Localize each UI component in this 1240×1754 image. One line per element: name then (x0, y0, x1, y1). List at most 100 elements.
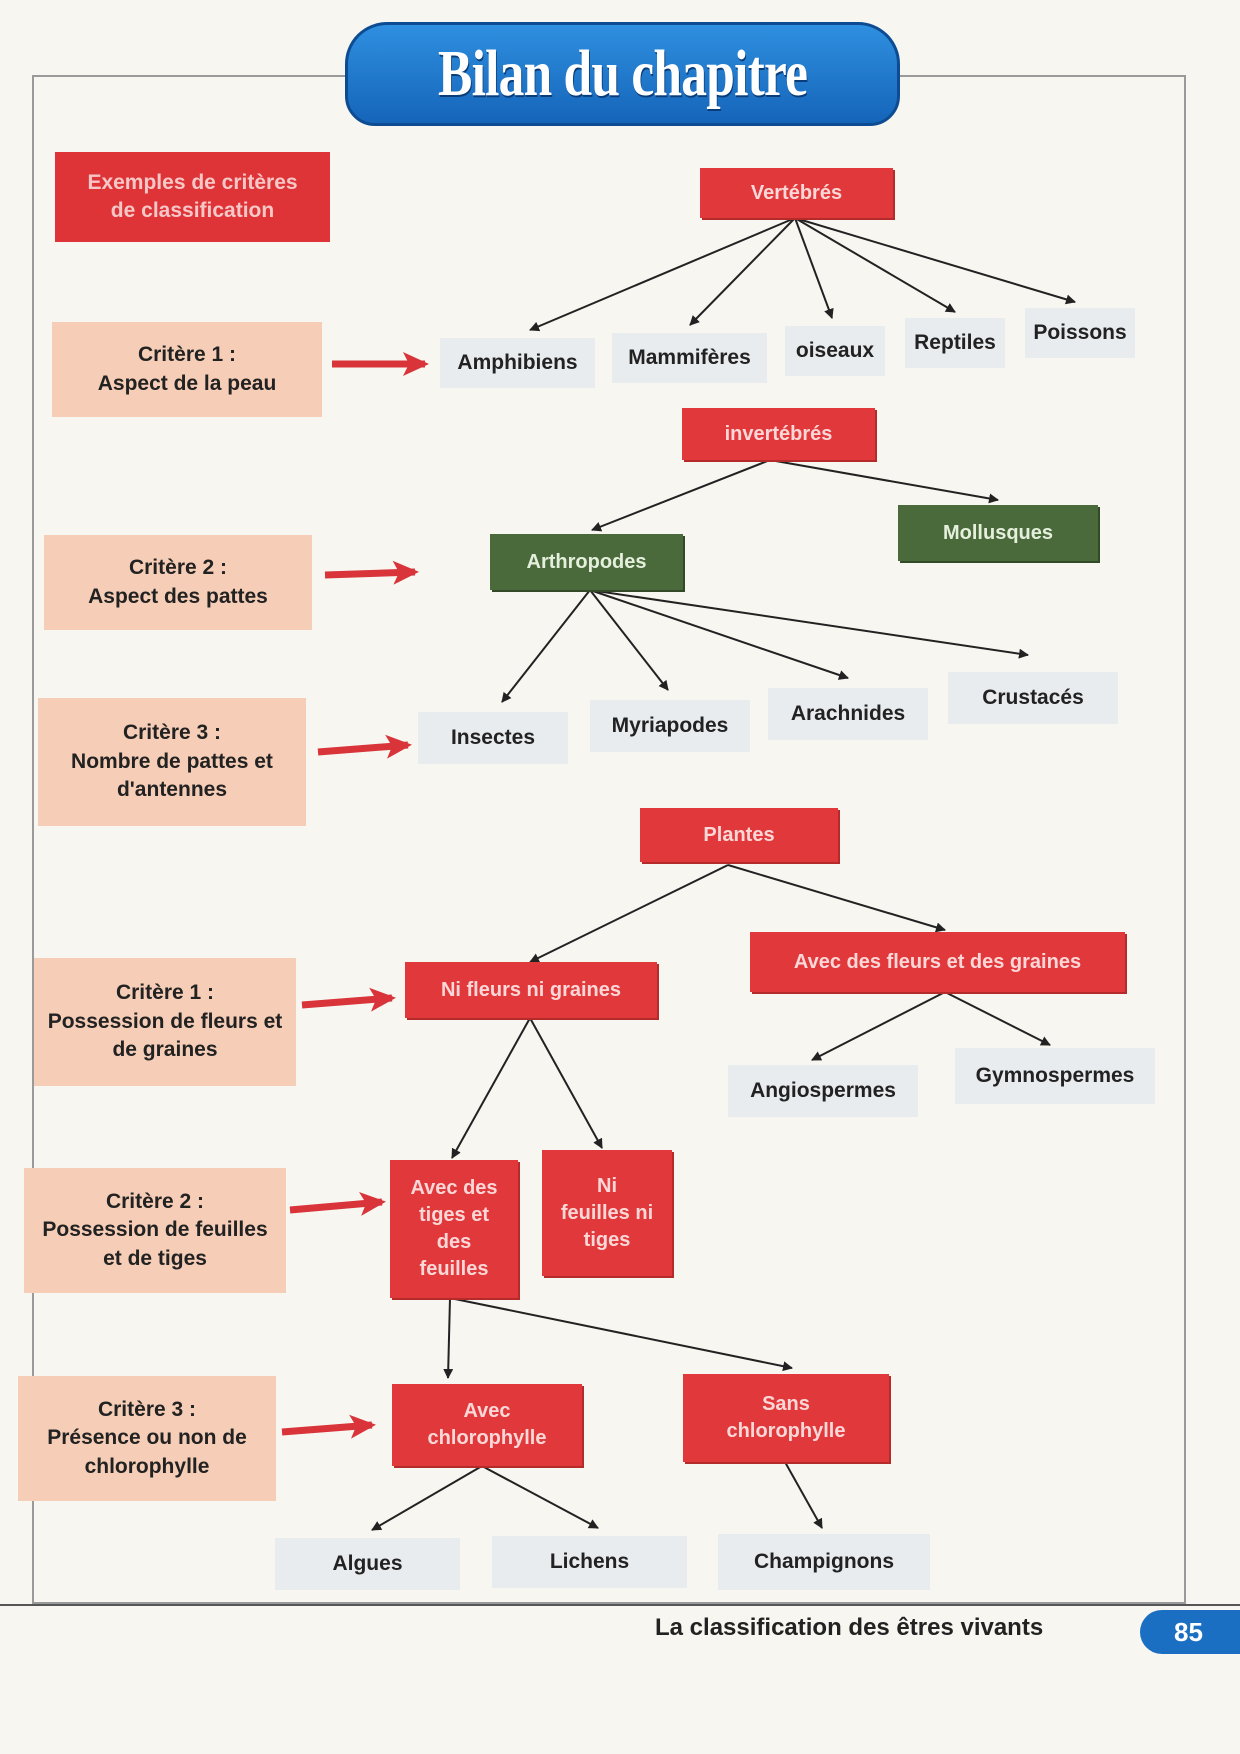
criterion-legs-box: Critère 2 : Aspect des pattes (44, 535, 312, 630)
link-plantes-fleurs (727, 864, 946, 933)
link-arth-insectes (501, 589, 591, 703)
criterion-title: Critère 1 : (137, 343, 237, 367)
arthropods-label: Arthropodes (526, 550, 647, 573)
class-label: Champignons (754, 1549, 894, 1573)
criterion-title: Critère 2 : (105, 1189, 205, 1213)
link-inv-mollusques (769, 459, 999, 504)
class-label: Mammifères (628, 345, 751, 369)
class-oiseaux: oiseaux (785, 326, 885, 376)
class-lichens: Lichens (492, 1536, 687, 1588)
class-label: Poissons (1033, 320, 1127, 344)
criterion-title: Critère 3 : (122, 721, 222, 745)
class-label: oiseaux (795, 338, 875, 362)
criterion-text: Nombre de pattes et d'antennes (71, 749, 273, 802)
class-label: Amphibiens (457, 350, 578, 374)
class-champignons: Champignons (718, 1534, 930, 1590)
vertebrates-box: Vertébrés (700, 168, 893, 218)
criterion-title: Critère 2 : (128, 556, 228, 580)
criterion-skin-box: Critère 1 : Aspect de la peau (52, 322, 322, 417)
link-ni-fleurs-ni-feuilles (529, 1017, 603, 1149)
class-gymnospermes: Gymnospermes (955, 1048, 1155, 1104)
red-arrow-2 (324, 560, 419, 585)
invertebrates-box: invertébrés (682, 408, 875, 460)
link-vert-reptiles (794, 217, 956, 313)
class-label: Gymnospermes (975, 1063, 1135, 1087)
molluscs-label: Mollusques (942, 521, 1053, 544)
link-avec-chloro-lichens (481, 1465, 599, 1529)
link-arth-crustaces (589, 589, 1029, 659)
criterion-title: Critère 1 : (115, 981, 215, 1005)
with-flowers-label: Avec des fleurs et des graines (793, 950, 1082, 973)
class-label: Lichens (549, 1549, 630, 1573)
link-plantes-ni-fleurs (529, 864, 729, 963)
page-number: 85 (1140, 1610, 1240, 1654)
no-leaves-box: Ni feuilles ni tiges (542, 1150, 672, 1276)
page-number-text: 85 (1174, 1616, 1203, 1647)
molluscs-box: Mollusques (898, 505, 1098, 561)
criteria-header-text: Exemples de critères de classification (87, 170, 298, 222)
title-tab: Bilan du chapitre (345, 22, 900, 126)
link-vert-amphibiens (529, 217, 796, 332)
link-fleurs-gymno (944, 991, 1051, 1046)
class-poissons: Poissons (1025, 308, 1135, 358)
link-fleurs-angio (811, 991, 946, 1061)
criterion-flowers-box: Critère 1 : Possession de fleurs et de g… (34, 958, 296, 1086)
class-label: Reptiles (914, 330, 996, 354)
footer-rule (0, 1604, 1240, 1606)
link-arth-arachnides (589, 589, 849, 680)
plants-label: Plantes (703, 823, 775, 846)
link-tiges-avec-chloro (443, 1297, 454, 1379)
class-angiospermes: Angiospermes (728, 1065, 918, 1117)
class-arachnides: Arachnides (768, 688, 928, 740)
criterion-antennae-box: Critère 3 : Nombre de pattes et d'antenn… (38, 698, 306, 826)
class-label: Insectes (450, 725, 536, 749)
link-arth-myriapodes (589, 589, 669, 691)
criterion-text: Possession de fleurs et de graines (47, 1009, 283, 1062)
no-flowers-label: Ni fleurs ni graines (440, 978, 622, 1001)
link-tiges-sans-chloro (449, 1297, 793, 1372)
vertebrates-label: Vertébrés (750, 181, 843, 204)
class-crustaces: Crustacés (948, 672, 1118, 724)
class-mammiferes: Mammifères (612, 333, 767, 383)
criterion-title: Critère 3 : (97, 1397, 197, 1421)
arthropods-box: Arthropodes (490, 534, 683, 590)
no-leaves-label: Ni feuilles ni tiges (560, 1174, 654, 1251)
with-flowers-box: Avec des fleurs et des graines (750, 932, 1125, 992)
criterion-text: Présence ou non de chlorophylle (47, 1426, 247, 1478)
red-arrow-3 (317, 734, 412, 759)
criteria-header-box: Exemples de critères de classification (55, 152, 330, 242)
criterion-text: Aspect de la peau (97, 371, 277, 395)
class-label: Myriapodes (611, 713, 729, 737)
with-chlorophyll-label: Avec chlorophylle (427, 1400, 547, 1449)
class-algues: Algues (275, 1538, 460, 1590)
page-title: Bilan du chapitre (437, 37, 808, 110)
with-stems-label: Avec des tiges et des feuilles (410, 1177, 498, 1280)
link-vert-mammiferes (689, 217, 796, 326)
footer-chapter-title: La classification des êtres vivants (655, 1614, 1044, 1641)
link-avec-chloro-algues (371, 1465, 483, 1531)
with-stems-box: Avec des tiges et des feuilles (390, 1160, 518, 1298)
link-ni-fleurs-tiges (451, 1017, 531, 1159)
red-arrow-6 (281, 1414, 376, 1439)
without-chlorophyll-box: Sans chlorophylle (683, 1374, 889, 1462)
class-label: Crustacés (982, 685, 1084, 709)
class-insectes: Insectes (418, 712, 568, 764)
criterion-text: Aspect des pattes (88, 584, 268, 608)
criterion-leaves-box: Critère 2 : Possession de feuilles et de… (24, 1168, 286, 1293)
with-chlorophyll-box: Avec chlorophylle (392, 1384, 582, 1466)
criterion-text: Possession de feuilles et de tiges (42, 1218, 268, 1270)
red-arrow-4 (301, 987, 396, 1012)
plants-box: Plantes (640, 808, 838, 862)
red-arrow-5 (289, 1191, 386, 1216)
link-inv-arthropodes (591, 459, 771, 532)
link-vert-poissons (794, 217, 1076, 305)
class-amphibiens: Amphibiens (440, 338, 595, 388)
no-flowers-box: Ni fleurs ni graines (405, 962, 657, 1018)
class-myriapodes: Myriapodes (590, 700, 750, 752)
link-vert-oiseaux (794, 217, 834, 319)
criterion-chlorophyll-box: Critère 3 : Présence ou non de chlorophy… (18, 1376, 276, 1501)
class-label: Angiospermes (750, 1078, 896, 1102)
link-sans-chloro-champignons (784, 1461, 823, 1529)
class-reptiles: Reptiles (905, 318, 1005, 368)
